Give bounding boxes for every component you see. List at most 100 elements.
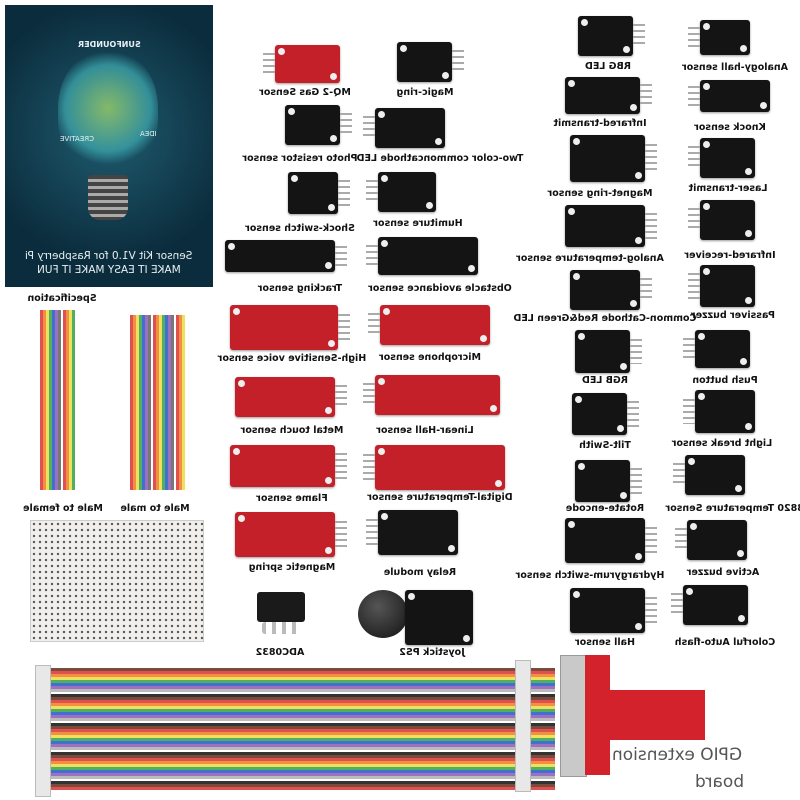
adc-label: ADC0832 [255, 647, 305, 658]
sensor-module-board [575, 460, 642, 502]
module-pins [671, 593, 683, 617]
module-pins [645, 597, 657, 624]
cover-title: Sensor Kit V1.0 for Raspberry Pi [25, 250, 193, 262]
bulb-word-creative: CREATIVE [60, 135, 94, 143]
module-pins [630, 338, 642, 365]
sensor-module-board [366, 510, 458, 555]
module-pins [673, 463, 685, 487]
module-pins [688, 208, 700, 232]
module-label: Digital-Temperature sensor [367, 492, 513, 503]
gpio-label-line2: board [695, 772, 745, 792]
module-label: 18820 Temperature Sensor [665, 503, 800, 514]
module-pins [335, 385, 347, 409]
module-pins [688, 86, 700, 106]
specification-heading: Specification [27, 293, 97, 304]
joystick-knob [358, 590, 408, 638]
cover-tagline: MAKE IT EASY MAKE IT FUN [37, 264, 181, 276]
sensor-module-board [570, 270, 652, 310]
module-label: Infrared-transmit [553, 118, 647, 129]
breadboard [30, 520, 204, 642]
module-pins [340, 113, 352, 137]
sensor-module-board [565, 77, 652, 114]
sensor-module-board [683, 390, 755, 433]
module-pins [363, 383, 375, 407]
sensor-module-board [688, 200, 755, 240]
module-pins [640, 84, 652, 107]
module-pins [335, 521, 347, 548]
module-pins [627, 401, 639, 427]
adc-chip [257, 592, 305, 622]
sensor-module-board [285, 105, 352, 145]
module-label: Tracking sensor [257, 283, 343, 294]
sensor-module-board [230, 445, 347, 487]
gpio-board-bar [585, 690, 705, 740]
module-pins [366, 244, 378, 268]
module-label: Analog-temperature sensor [516, 253, 664, 264]
sensor-module-board [363, 108, 445, 148]
module-pins [633, 24, 645, 48]
ribbon-cable [40, 668, 555, 790]
module-label: Tilt-Swith [579, 440, 631, 451]
module-label: Hall sensor [575, 637, 635, 648]
module-label: Light break sensor [671, 438, 773, 449]
module-label: Analogy-hall sensor [682, 62, 788, 73]
bulb-word-idea: IDEA [140, 130, 157, 138]
module-pins [645, 527, 657, 554]
sensor-module-board [397, 42, 464, 82]
lightbulb-illustration [58, 48, 158, 168]
module-pins [338, 180, 350, 206]
brand-text: SUNFOUNDER [77, 40, 141, 49]
male-to-female-label: Male to female [23, 503, 103, 514]
module-label: Shock-switch sensor [245, 223, 355, 234]
sensor-module-board [688, 138, 755, 178]
sensor-module-board [572, 393, 639, 435]
module-pins [366, 180, 378, 204]
module-label: MQ-2 Gas Sensor [259, 87, 351, 98]
module-label: Push button [692, 375, 758, 386]
sensor-module-board [368, 305, 490, 345]
module-pins [640, 278, 652, 302]
module-label: Flame sensor [256, 493, 328, 504]
module-label: Infrared-receiver [684, 250, 776, 261]
joystick-board [405, 590, 473, 645]
ribbon-connector-right [515, 660, 531, 792]
sensor-module-board [235, 377, 347, 417]
male-to-female-cables [40, 310, 75, 490]
module-label: High-Sensitive voice sensor [217, 353, 367, 364]
module-label: Magnet-ring sensor [547, 188, 653, 199]
module-label: RBG LED [584, 61, 632, 72]
chip-pins [262, 622, 300, 634]
module-pins [335, 453, 347, 479]
module-pins [683, 337, 695, 361]
module-label: Humiture sensor [373, 218, 463, 229]
sensor-module-board [288, 172, 350, 214]
module-label: Common-Cathode Red&Green LED [513, 313, 697, 324]
sensor-module-board [683, 330, 750, 368]
module-pins [363, 116, 375, 140]
sensor-module-board [235, 512, 347, 557]
sensor-module-board [363, 375, 500, 415]
module-label: Linear-Hall sensor [376, 425, 474, 436]
male-to-male-label: Male to male [120, 503, 190, 514]
module-pins [368, 313, 380, 337]
sensor-module-board [688, 20, 750, 55]
module-label: Microphone sensor [379, 352, 481, 363]
sensor-module-board [673, 455, 745, 495]
brand-logo: SUNFOUNDER [5, 40, 213, 49]
sensor-module-board [575, 330, 642, 373]
module-label: Rotate-encode [565, 503, 645, 514]
sensor-module-board [675, 520, 747, 560]
joystick-label: Joystick PS2 [399, 647, 465, 658]
module-pins [366, 519, 378, 546]
module-label: Knock sensor [694, 122, 766, 133]
module-label: Active buzzer [686, 567, 760, 578]
sensor-module-board [570, 588, 657, 633]
sensor-module-board [570, 135, 657, 182]
module-label: Laser-transmit [688, 183, 768, 194]
module-label: Obstacle avoidance sensor [368, 283, 512, 294]
bulb-socket [88, 175, 128, 220]
module-pins [645, 213, 657, 239]
sensor-module-board [565, 518, 657, 563]
module-label: Passiver buzzer [690, 310, 776, 321]
sensor-module-board [225, 240, 347, 272]
